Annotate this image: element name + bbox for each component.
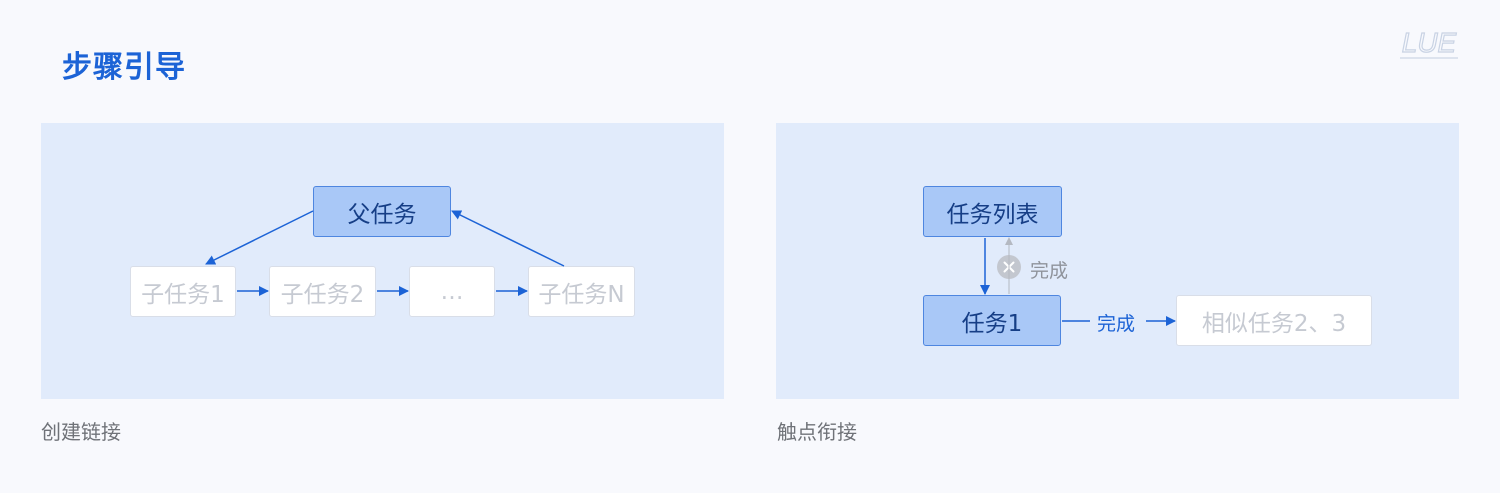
logo-text: LUE <box>1402 27 1457 58</box>
page-title: 步骤引导 <box>62 50 186 85</box>
caption-create-link: 创建链接 <box>41 420 121 444</box>
logo: LUE <box>1400 26 1458 59</box>
logo-underline <box>1400 57 1458 59</box>
panel-touchpoint-link <box>776 123 1459 399</box>
node-similar-tasks: 相似任务2、3 <box>1176 295 1372 346</box>
node-parent-task: 父任务 <box>313 186 451 237</box>
node-task-list: 任务列表 <box>923 186 1062 237</box>
node-task-1: 任务1 <box>923 295 1061 346</box>
close-circle-icon <box>997 255 1021 279</box>
node-child-task-n: 子任务N <box>528 266 635 317</box>
caption-touchpoint-link: 触点衔接 <box>777 420 857 444</box>
edge-label-done: 完成 <box>1097 313 1136 335</box>
node-child-task-ellipsis: … <box>409 266 495 317</box>
node-child-task-1: 子任务1 <box>130 266 236 317</box>
panel-create-link <box>41 123 724 399</box>
node-child-task-2: 子任务2 <box>269 266 376 317</box>
edge-label-rejected-done: 完成 <box>1030 260 1069 282</box>
